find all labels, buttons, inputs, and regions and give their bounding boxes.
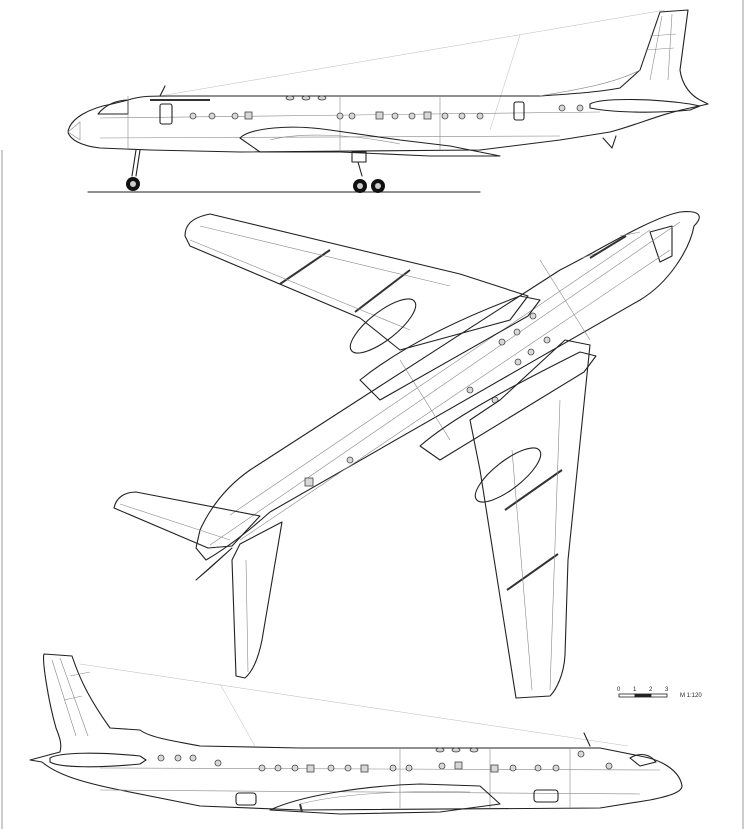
- fuselage-outline-right: [29, 653, 683, 811]
- scale-tick-2: 2: [649, 687, 653, 693]
- plan-tailplane-right: [231, 521, 283, 679]
- cabin-windows-right: [157, 747, 613, 773]
- nose-landing-gear: [126, 149, 141, 191]
- cabin-windows: [189, 95, 584, 120]
- plan-nacelle-left: [349, 298, 417, 354]
- cockpit-window: [97, 99, 129, 115]
- scale-tick-3: 3: [665, 687, 669, 693]
- plan-view: [113, 211, 700, 699]
- side-view-right: [29, 653, 683, 815]
- scale-label: M 1:120: [680, 693, 702, 699]
- plan-wing-left: [184, 213, 529, 351]
- scale-tick-0: 0: [617, 687, 621, 693]
- plan-windows: [304, 312, 551, 487]
- cockpit-window-right: [629, 753, 657, 767]
- main-landing-gear: [351, 151, 385, 193]
- scale-bar: 0 1 2 3 M 1:120: [617, 687, 702, 699]
- side-view-left: [67, 9, 709, 193]
- scale-tick-1: 1: [633, 687, 637, 693]
- fuselage-outline: [67, 9, 709, 153]
- engine-nacelle-right: [269, 783, 501, 815]
- plan-cockpit: [649, 225, 673, 263]
- antenna-mast: [159, 85, 166, 97]
- door-right: [533, 789, 559, 803]
- plan-wing-right: [469, 339, 591, 699]
- plan-tailplane-left: [113, 491, 261, 549]
- engine-nacelle: [239, 126, 501, 157]
- plan-nacelle-right: [474, 447, 542, 503]
- plan-fuselage: [195, 211, 700, 561]
- rear-door: [513, 101, 525, 121]
- front-door: [159, 103, 173, 125]
